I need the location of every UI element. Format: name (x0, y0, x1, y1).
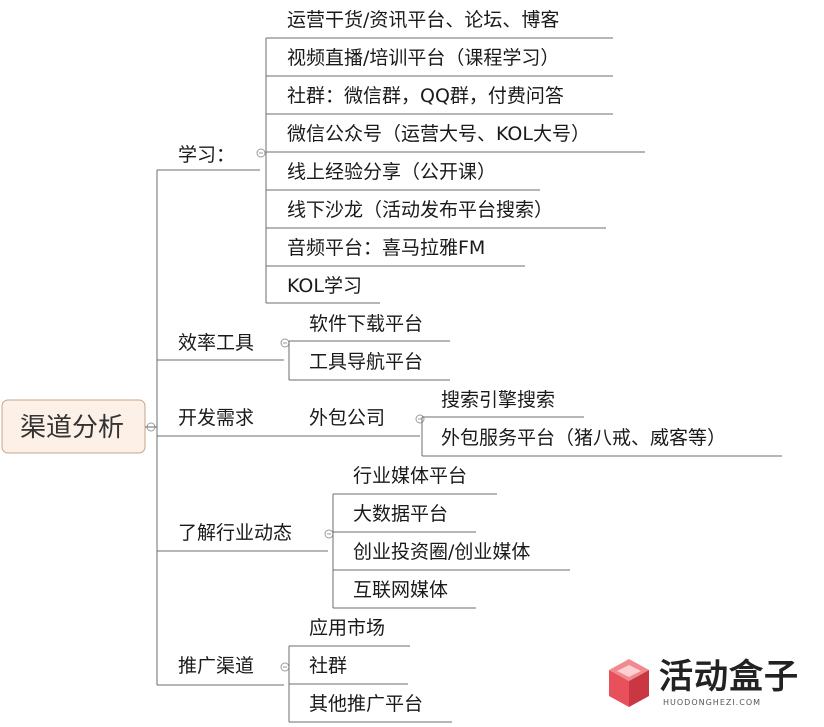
root-label: 渠道分析 (20, 413, 124, 443)
leaf-node[interactable]: 音频平台：喜马拉雅FM (287, 237, 485, 259)
leaf-node[interactable]: 工具导航平台 (309, 351, 423, 373)
leaf-node[interactable]: 创业投资圈/创业媒体 (353, 541, 530, 563)
sub-node-outsourcing[interactable]: 外包公司 (309, 407, 385, 429)
leaf-node[interactable]: 软件下载平台 (309, 313, 423, 335)
root-node[interactable]: 渠道分析 (1, 399, 146, 454)
leaf-node[interactable]: 微信公众号（运营大号、KOL大号） (287, 123, 590, 145)
branch-label-promotion[interactable]: 推广渠道 (178, 655, 254, 677)
leaf-node[interactable]: KOL学习 (287, 275, 362, 297)
leaf-node[interactable]: 搜索引擎搜索 (441, 389, 555, 411)
collapse-icon[interactable] (280, 662, 290, 672)
leaf-node[interactable]: 应用市场 (309, 617, 385, 639)
leaf-node[interactable]: 线下沙龙（活动发布平台搜索） (287, 199, 553, 221)
watermark-logo: 活动盒子 HUODONGHEZI.COM (607, 657, 807, 713)
leaf-node[interactable]: 视频直播/培训平台（课程学习） (287, 47, 559, 69)
leaf-node[interactable]: 行业媒体平台 (353, 465, 467, 487)
collapse-icon[interactable] (280, 338, 290, 348)
leaf-node[interactable]: 运营干货/资讯平台、论坛、博客 (287, 9, 559, 31)
branch-label-industry[interactable]: 了解行业动态 (178, 522, 292, 544)
collapse-icon[interactable] (256, 148, 266, 158)
collapse-icon[interactable] (324, 529, 334, 539)
branch-label-learning[interactable]: 学习： (178, 144, 235, 166)
collapse-icon[interactable] (415, 414, 425, 424)
branch-label-dev[interactable]: 开发需求 (178, 407, 254, 429)
leaf-node[interactable]: 外包服务平台（猪八戒、威客等） (441, 427, 726, 449)
leaf-node[interactable]: 线上经验分享（公开课） (287, 161, 496, 183)
leaf-node[interactable]: 其他推广平台 (309, 693, 423, 715)
logo-subtext: HUODONGHEZI.COM (663, 698, 762, 707)
branch-label-tools[interactable]: 效率工具 (178, 332, 254, 354)
logo-text: 活动盒子 (659, 657, 799, 697)
leaf-node[interactable]: 社群：微信群，QQ群，付费问答 (287, 85, 564, 107)
leaf-node[interactable]: 互联网媒体 (353, 579, 448, 601)
cube-logo-icon (609, 659, 649, 707)
leaf-node[interactable]: 大数据平台 (353, 503, 448, 525)
leaf-node[interactable]: 社群 (309, 655, 347, 677)
